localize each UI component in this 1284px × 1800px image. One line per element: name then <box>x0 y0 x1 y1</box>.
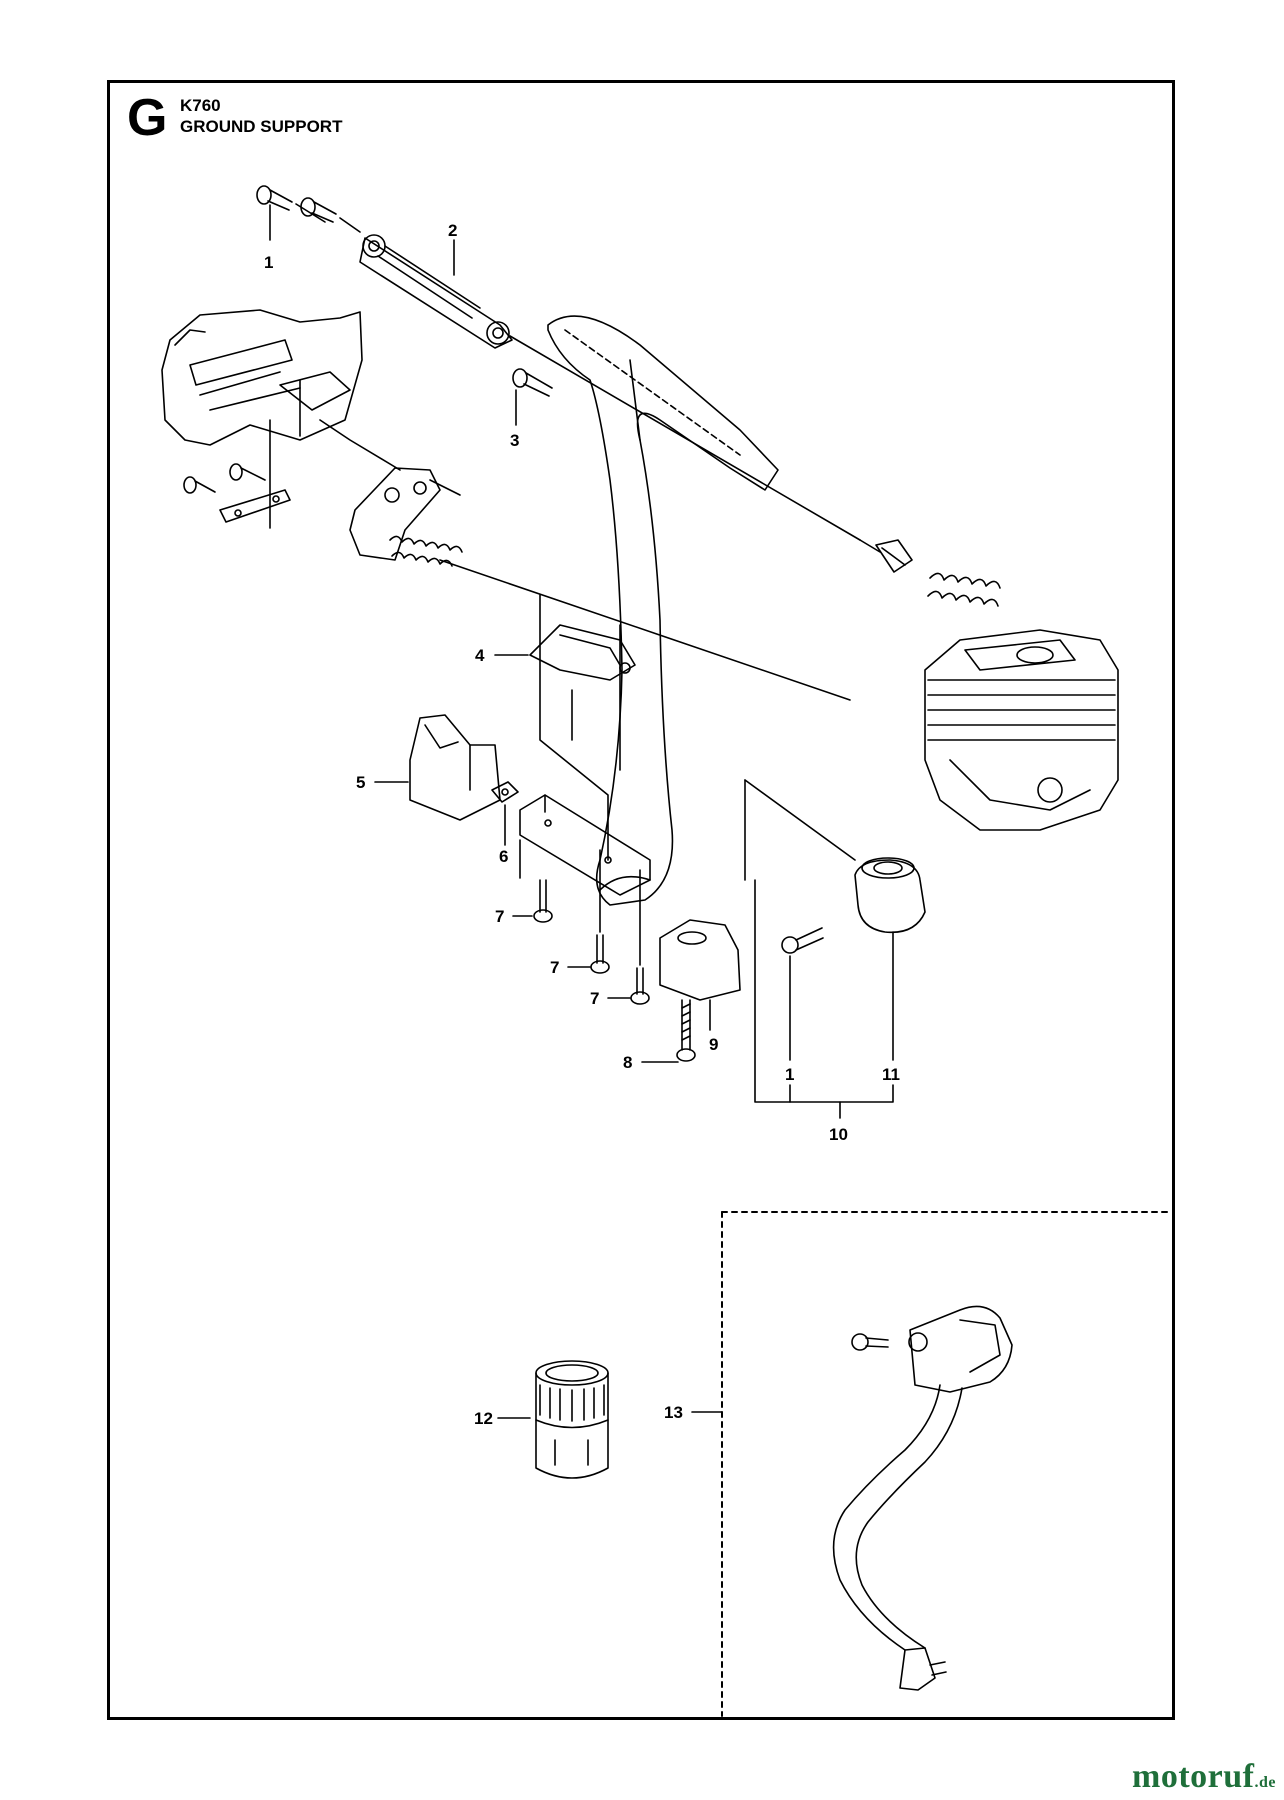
screw-mid-icon <box>512 368 553 397</box>
model-label: K760 <box>180 96 221 115</box>
callout-8: 8 <box>623 1053 632 1072</box>
screw-left-upper-icon <box>229 463 266 481</box>
leader-handle-to-cap <box>744 779 856 861</box>
cap-screw-icon <box>781 927 824 954</box>
callout-7b: 7 <box>550 958 559 977</box>
support-rail-icon <box>519 794 651 896</box>
left-spring-icon <box>389 535 851 701</box>
callout-1-lower: 1 <box>785 1065 794 1084</box>
callout-10: 10 <box>829 1125 848 1144</box>
right-threaded-bushing-icon <box>875 539 913 573</box>
callout-7c: 7 <box>590 989 599 1008</box>
watermark-tld: .de <box>1254 1774 1276 1791</box>
hose-fitting-icon <box>535 1360 609 1479</box>
screw-top-right-icon <box>300 197 361 233</box>
water-valve-hose-icon <box>832 1305 1013 1691</box>
screw-7a-icon <box>533 879 553 923</box>
long-screw-icon <box>676 999 696 1062</box>
support-block-icon <box>409 714 501 821</box>
callout-2: 2 <box>448 221 457 240</box>
left-bracket-icon <box>349 467 461 561</box>
callout-1-top: 1 <box>264 253 273 272</box>
housing-body-icon <box>161 309 401 529</box>
foot-pad-icon <box>659 919 741 1001</box>
screw-7b-icon <box>590 934 610 974</box>
callout-6: 6 <box>499 847 508 866</box>
bracket-plate-icon <box>219 489 291 523</box>
callout-9: 9 <box>709 1035 718 1054</box>
callout-5: 5 <box>356 773 365 792</box>
screw-left-lower-icon <box>183 476 216 494</box>
callout-12: 12 <box>474 1409 493 1428</box>
bushing-cap-icon <box>854 857 926 934</box>
callout-7a: 7 <box>495 907 504 926</box>
watermark-name: motoruf <box>1132 1758 1255 1795</box>
cylinder-icon <box>924 629 1119 831</box>
damper-rod-icon <box>359 234 881 553</box>
callout-11: 11 <box>882 1065 900 1084</box>
diagram-title: GROUND SUPPORT <box>180 117 343 136</box>
callout-13: 13 <box>664 1403 683 1422</box>
pivot-cover-icon <box>529 594 636 861</box>
diagram-frame <box>107 80 1175 1720</box>
section-letter: G <box>127 89 168 147</box>
square-nut-icon <box>491 781 519 803</box>
callout-3: 3 <box>510 431 519 450</box>
inset-divider <box>721 1211 1173 1717</box>
bracket-10 <box>754 879 894 1103</box>
watermark-logo: motoruf.de <box>1132 1758 1276 1796</box>
screw-7c-icon <box>630 967 650 1005</box>
callout-4: 4 <box>475 646 485 665</box>
right-spring-icon <box>927 572 1001 607</box>
handle-bar-icon <box>547 315 779 906</box>
